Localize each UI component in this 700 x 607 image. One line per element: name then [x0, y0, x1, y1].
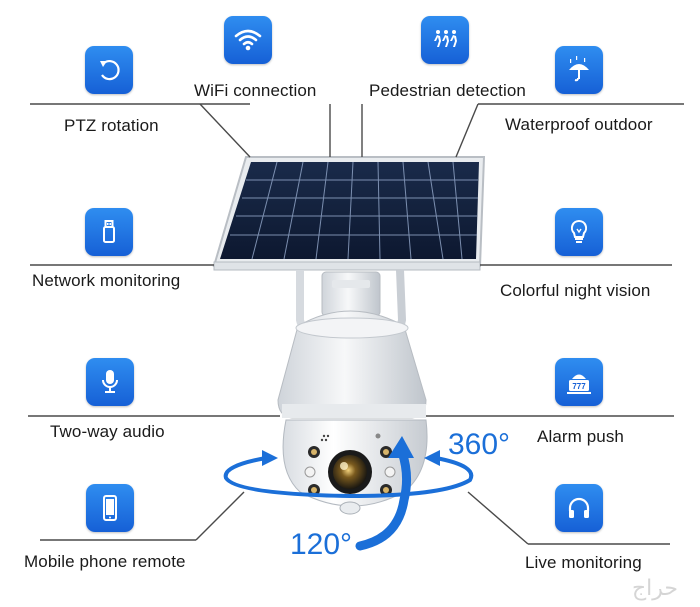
- alarm-push-label: Alarm push: [537, 427, 624, 446]
- alarm-icon-digits: 777: [572, 382, 586, 391]
- wifi-icon: [224, 16, 272, 64]
- live-monitoring-label: Live monitoring: [525, 553, 642, 572]
- solar-panel: [212, 156, 486, 271]
- pedestrian-detection-label: Pedestrian detection: [369, 81, 526, 100]
- rotate-icon: [85, 46, 133, 94]
- usb-drive-icon: [85, 208, 133, 256]
- wifi-connection-label: WiFi connection: [194, 81, 317, 100]
- lightbulb-icon: [555, 208, 603, 256]
- colorful-night-vision-label: Colorful night vision: [500, 281, 651, 300]
- ptz-rotation-label: PTZ rotation: [64, 116, 159, 135]
- mobile-phone-remote-label: Mobile phone remote: [24, 552, 186, 571]
- network-monitoring-label: Network monitoring: [32, 271, 181, 290]
- smartphone-icon: [86, 484, 134, 532]
- vertical-rotation-degrees: 120°: [290, 528, 353, 561]
- two-way-audio-label: Two-way audio: [50, 422, 165, 441]
- camera-body: [277, 310, 427, 419]
- waterproof-outdoor-label: Waterproof outdoor: [505, 115, 653, 134]
- vertical-rotation-arrow: [355, 436, 414, 551]
- horizontal-rotation-arrow: [223, 450, 474, 499]
- horizontal-rotation-degrees: 360°: [448, 428, 511, 461]
- umbrella-rain-icon: [555, 46, 603, 94]
- watermark: حراج: [631, 576, 678, 601]
- callout-lines: [28, 103, 684, 545]
- running-people-icon: [421, 16, 469, 64]
- camera-dome: [282, 419, 428, 515]
- microphone-icon: [86, 358, 134, 406]
- alarm-light-icon: 777: [555, 358, 603, 406]
- headphones-icon: [555, 484, 603, 532]
